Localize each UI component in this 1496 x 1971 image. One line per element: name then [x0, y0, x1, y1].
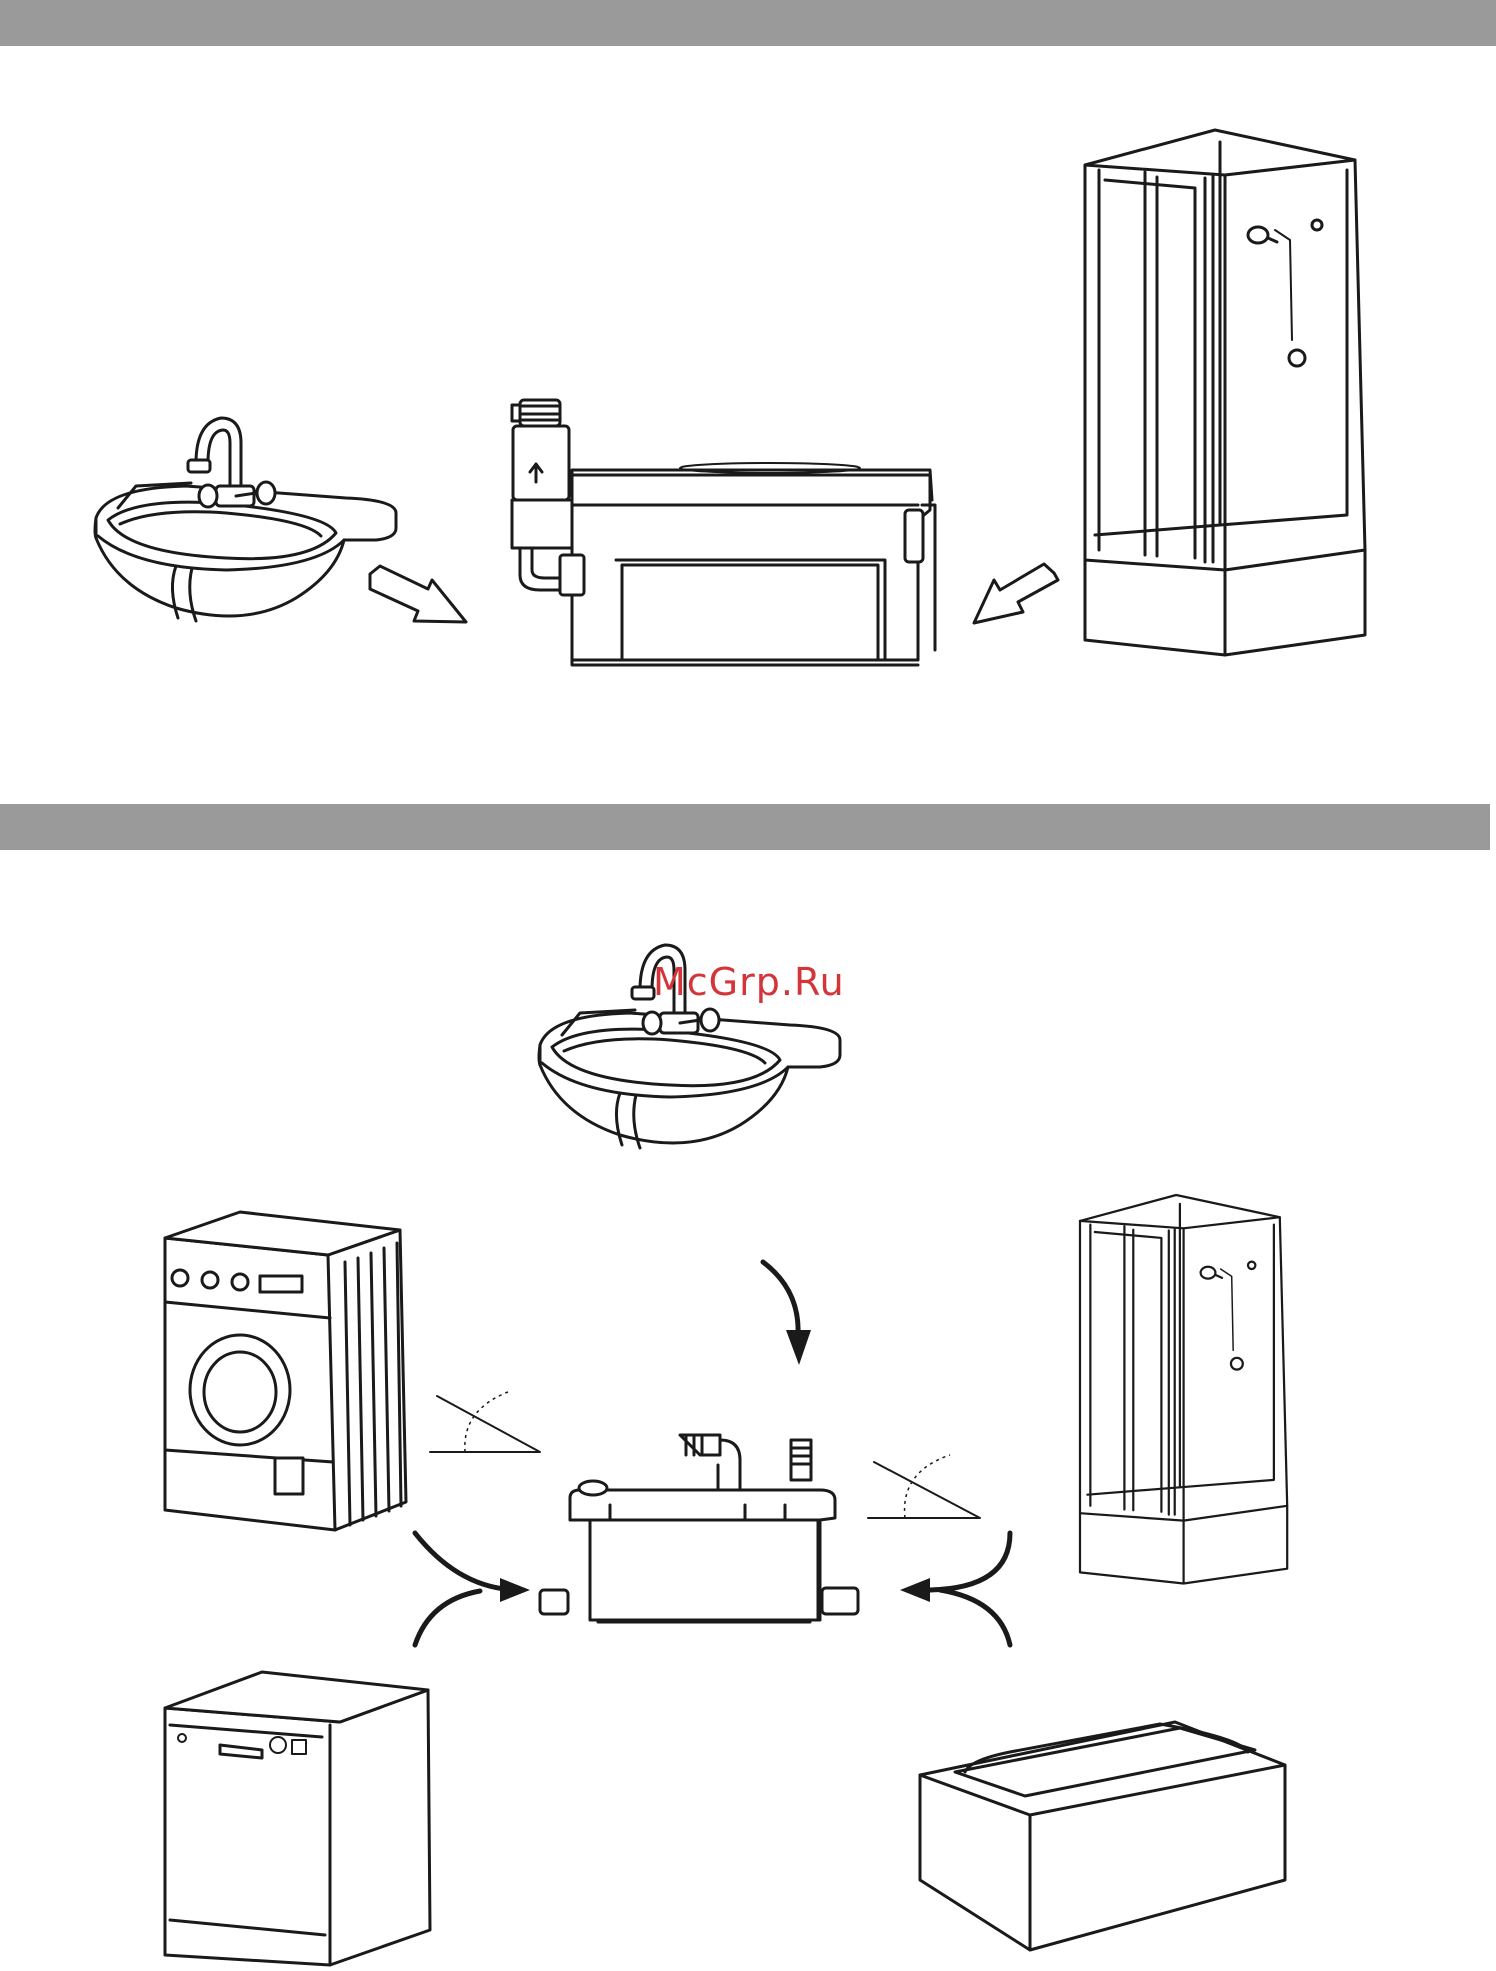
bathtub-icon — [920, 1722, 1285, 1950]
shower-cabin-icon — [1080, 1195, 1287, 1584]
dishwasher-icon — [165, 1672, 430, 1965]
arrow-sink-to-pump — [370, 566, 466, 622]
shower-cabin-icon — [1085, 130, 1365, 655]
arrow-shower-to-pump — [974, 564, 1058, 623]
arrow-sink-down — [763, 1262, 811, 1365]
slope-indicator-left — [430, 1392, 540, 1452]
watermark-text: McGrp.Ru — [653, 960, 845, 1004]
arrow-left-in — [415, 1533, 530, 1645]
bottom-figure — [165, 945, 1287, 1965]
slope-indicator-right — [868, 1455, 980, 1518]
pump-unit-icon — [540, 1435, 858, 1622]
washing-machine-icon — [165, 1212, 406, 1530]
arrow-right-in — [900, 1533, 1010, 1645]
top-figure — [95, 130, 1365, 665]
sink-icon — [95, 418, 396, 621]
pump-unit-icon — [512, 400, 935, 665]
